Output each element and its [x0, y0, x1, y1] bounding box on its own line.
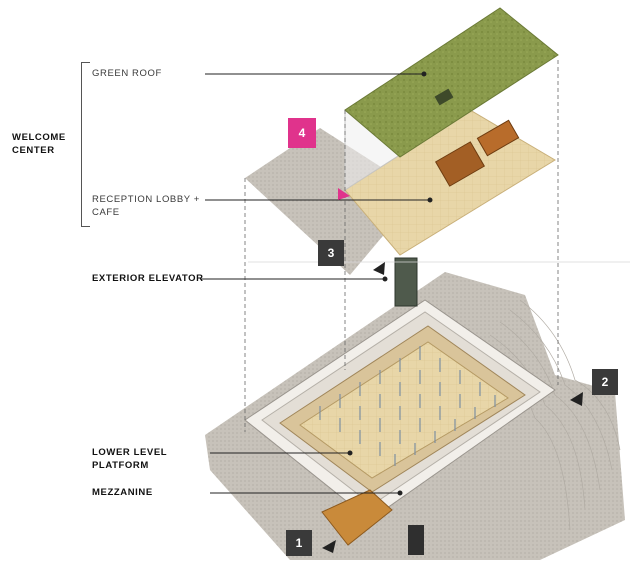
- arrow-3: [373, 262, 385, 275]
- roof-skylight: [434, 88, 454, 106]
- leader-lines: [200, 71, 433, 496]
- label-mezzanine: MEZZANINE: [92, 487, 153, 498]
- label-reception-line2: CAFE: [92, 207, 120, 218]
- pier-grid: [319, 346, 496, 466]
- projection-lines: [244, 60, 559, 432]
- exterior-elevator: [394, 257, 418, 307]
- welcome-center-bracket: [81, 62, 90, 227]
- lower-platform: [299, 341, 509, 479]
- section-label-line2: CENTER: [12, 145, 55, 156]
- marker-1: 1: [286, 530, 312, 556]
- marker-4: 4: [288, 118, 316, 148]
- label-platform-line1: LOWER LEVEL: [92, 447, 168, 458]
- entry-structure: [321, 489, 393, 546]
- marker-2: 2: [592, 369, 618, 395]
- section-label-line1: WELCOME: [12, 132, 66, 143]
- cafe-bar: [476, 119, 520, 157]
- lower-level-site: [205, 272, 625, 560]
- label-exterior-elevator: EXTERIOR ELEVATOR: [92, 273, 204, 284]
- cafe-counter: [434, 141, 486, 187]
- label-platform-line2: PLATFORM: [92, 460, 149, 471]
- marker-3: 3: [318, 240, 344, 266]
- marker-arrows: [322, 188, 583, 553]
- green-roof: [344, 7, 559, 158]
- arrow-4: [338, 188, 350, 200]
- kiosk: [408, 525, 424, 555]
- label-green-roof: GREEN ROOF: [92, 68, 162, 79]
- arrow-1: [322, 540, 336, 553]
- welcome-center-building: [245, 7, 559, 307]
- label-reception-line1: RECEPTION LOBBY +: [92, 194, 200, 205]
- arrow-2: [570, 392, 583, 406]
